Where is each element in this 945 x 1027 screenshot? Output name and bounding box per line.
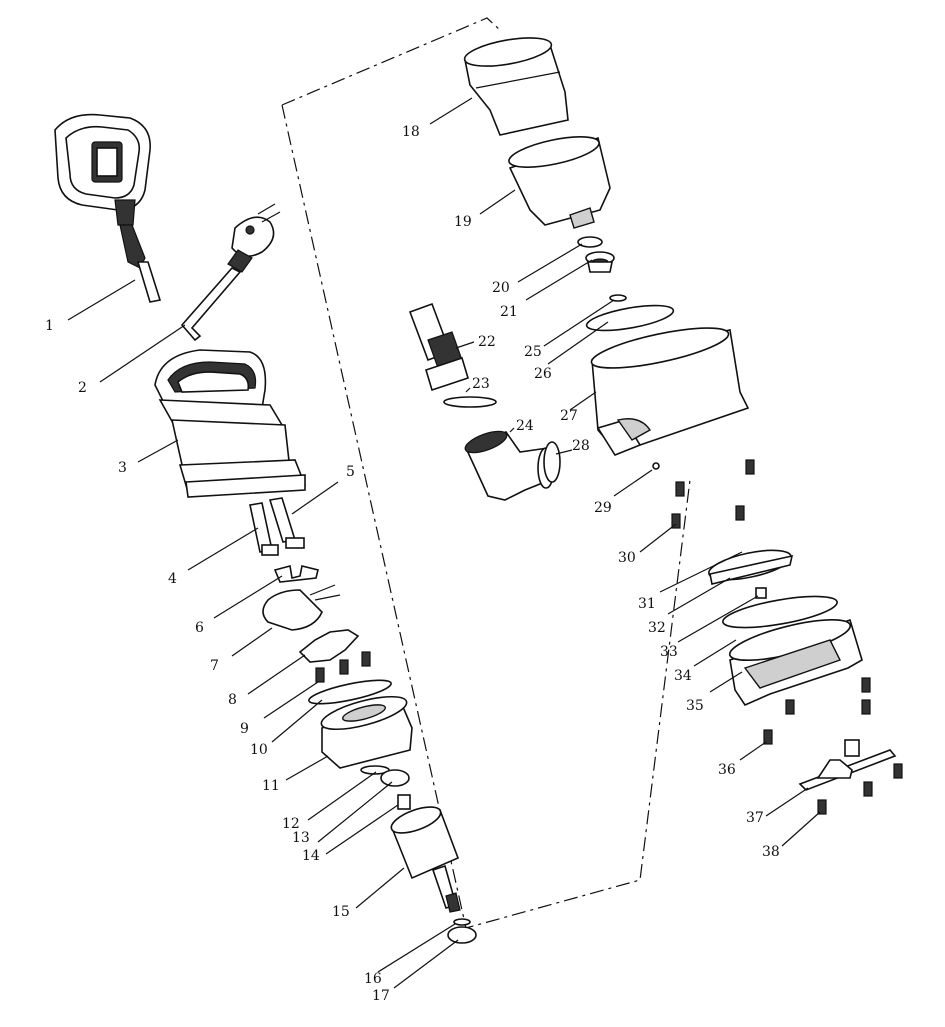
part-11-motor-housing — [320, 695, 413, 769]
part-21-mech-seal — [585, 251, 615, 273]
label-25: 25 — [524, 344, 542, 360]
label-18: 18 — [402, 124, 420, 140]
label-2: 2 — [78, 380, 87, 396]
part-32-nut — [755, 587, 767, 599]
assembly-boundary — [281, 17, 691, 929]
label-11: 11 — [262, 778, 280, 794]
label-7: 7 — [210, 658, 219, 674]
label-13: 13 — [292, 830, 310, 846]
label-1: 1 — [45, 318, 54, 334]
label-34: 34 — [674, 668, 692, 684]
label-22: 22 — [478, 334, 496, 350]
label-29: 29 — [594, 500, 612, 516]
part-4-rod — [249, 502, 279, 556]
label-36: 36 — [718, 762, 736, 778]
label-3: 3 — [118, 460, 127, 476]
part-16-washer — [453, 918, 471, 926]
label-35: 35 — [686, 698, 704, 714]
label-24: 24 — [516, 418, 534, 434]
part-8-switch-block — [298, 629, 360, 663]
part-38-screws — [817, 763, 903, 815]
part-23-o-ring — [443, 396, 497, 408]
label-14: 14 — [302, 848, 320, 864]
part-33-gasket — [722, 595, 838, 629]
label-5: 5 — [346, 464, 355, 480]
label-20: 20 — [492, 280, 510, 296]
part-labels: 1 2 3 4 5 6 7 8 9 10 11 12 13 14 15 16 1… — [45, 124, 780, 1004]
part-20-seal — [577, 236, 603, 248]
part-25-clip — [609, 294, 627, 302]
label-23: 23 — [472, 376, 490, 392]
part-27-pump-body — [590, 327, 750, 456]
label-8: 8 — [228, 692, 237, 708]
part-30-screws — [671, 459, 755, 529]
leader-lines — [67, 97, 821, 989]
label-21: 21 — [500, 304, 518, 320]
part-31-impeller — [708, 549, 794, 585]
label-26: 26 — [534, 366, 552, 382]
part-15-rotor — [390, 806, 461, 913]
label-12: 12 — [282, 816, 300, 832]
label-31: 31 — [638, 596, 656, 612]
label-37: 37 — [746, 810, 764, 826]
label-17: 17 — [372, 988, 390, 1004]
label-15: 15 — [332, 904, 350, 920]
label-6: 6 — [195, 620, 204, 636]
label-27: 27 — [560, 408, 578, 424]
label-4: 4 — [168, 571, 177, 587]
label-28: 28 — [572, 438, 590, 454]
part-18-sleeve — [463, 37, 569, 136]
label-30: 30 — [618, 550, 636, 566]
part-24-elbow — [464, 430, 556, 501]
part-13-bearing — [380, 769, 410, 787]
label-10: 10 — [250, 742, 268, 758]
label-9: 9 — [240, 721, 249, 737]
part-37-foot-plate — [798, 739, 897, 791]
part-26-o-ring — [585, 304, 675, 332]
part-5-rod — [268, 497, 305, 549]
part-36-screws — [763, 677, 871, 745]
part-19-cup — [508, 136, 611, 229]
part-35-base — [728, 618, 863, 707]
label-38: 38 — [762, 844, 780, 860]
part-3-top-cover — [154, 349, 307, 498]
label-33: 33 — [660, 644, 678, 660]
part-29-ball — [652, 462, 660, 470]
part-22-hose-adapter — [408, 302, 469, 392]
label-32: 32 — [648, 620, 666, 636]
label-19: 19 — [454, 214, 472, 230]
part-14-spacer — [397, 794, 411, 810]
part-1-float-switch — [54, 113, 162, 303]
part-10-gasket — [308, 679, 392, 705]
part-17-bearing — [447, 926, 477, 944]
part-28-seal-ring — [543, 441, 561, 483]
label-16: 16 — [364, 971, 382, 987]
part-2-power-cord — [180, 203, 281, 342]
part-6-clip — [273, 565, 319, 583]
part-9-screws — [315, 651, 371, 683]
part-7-capacitor — [262, 584, 341, 631]
